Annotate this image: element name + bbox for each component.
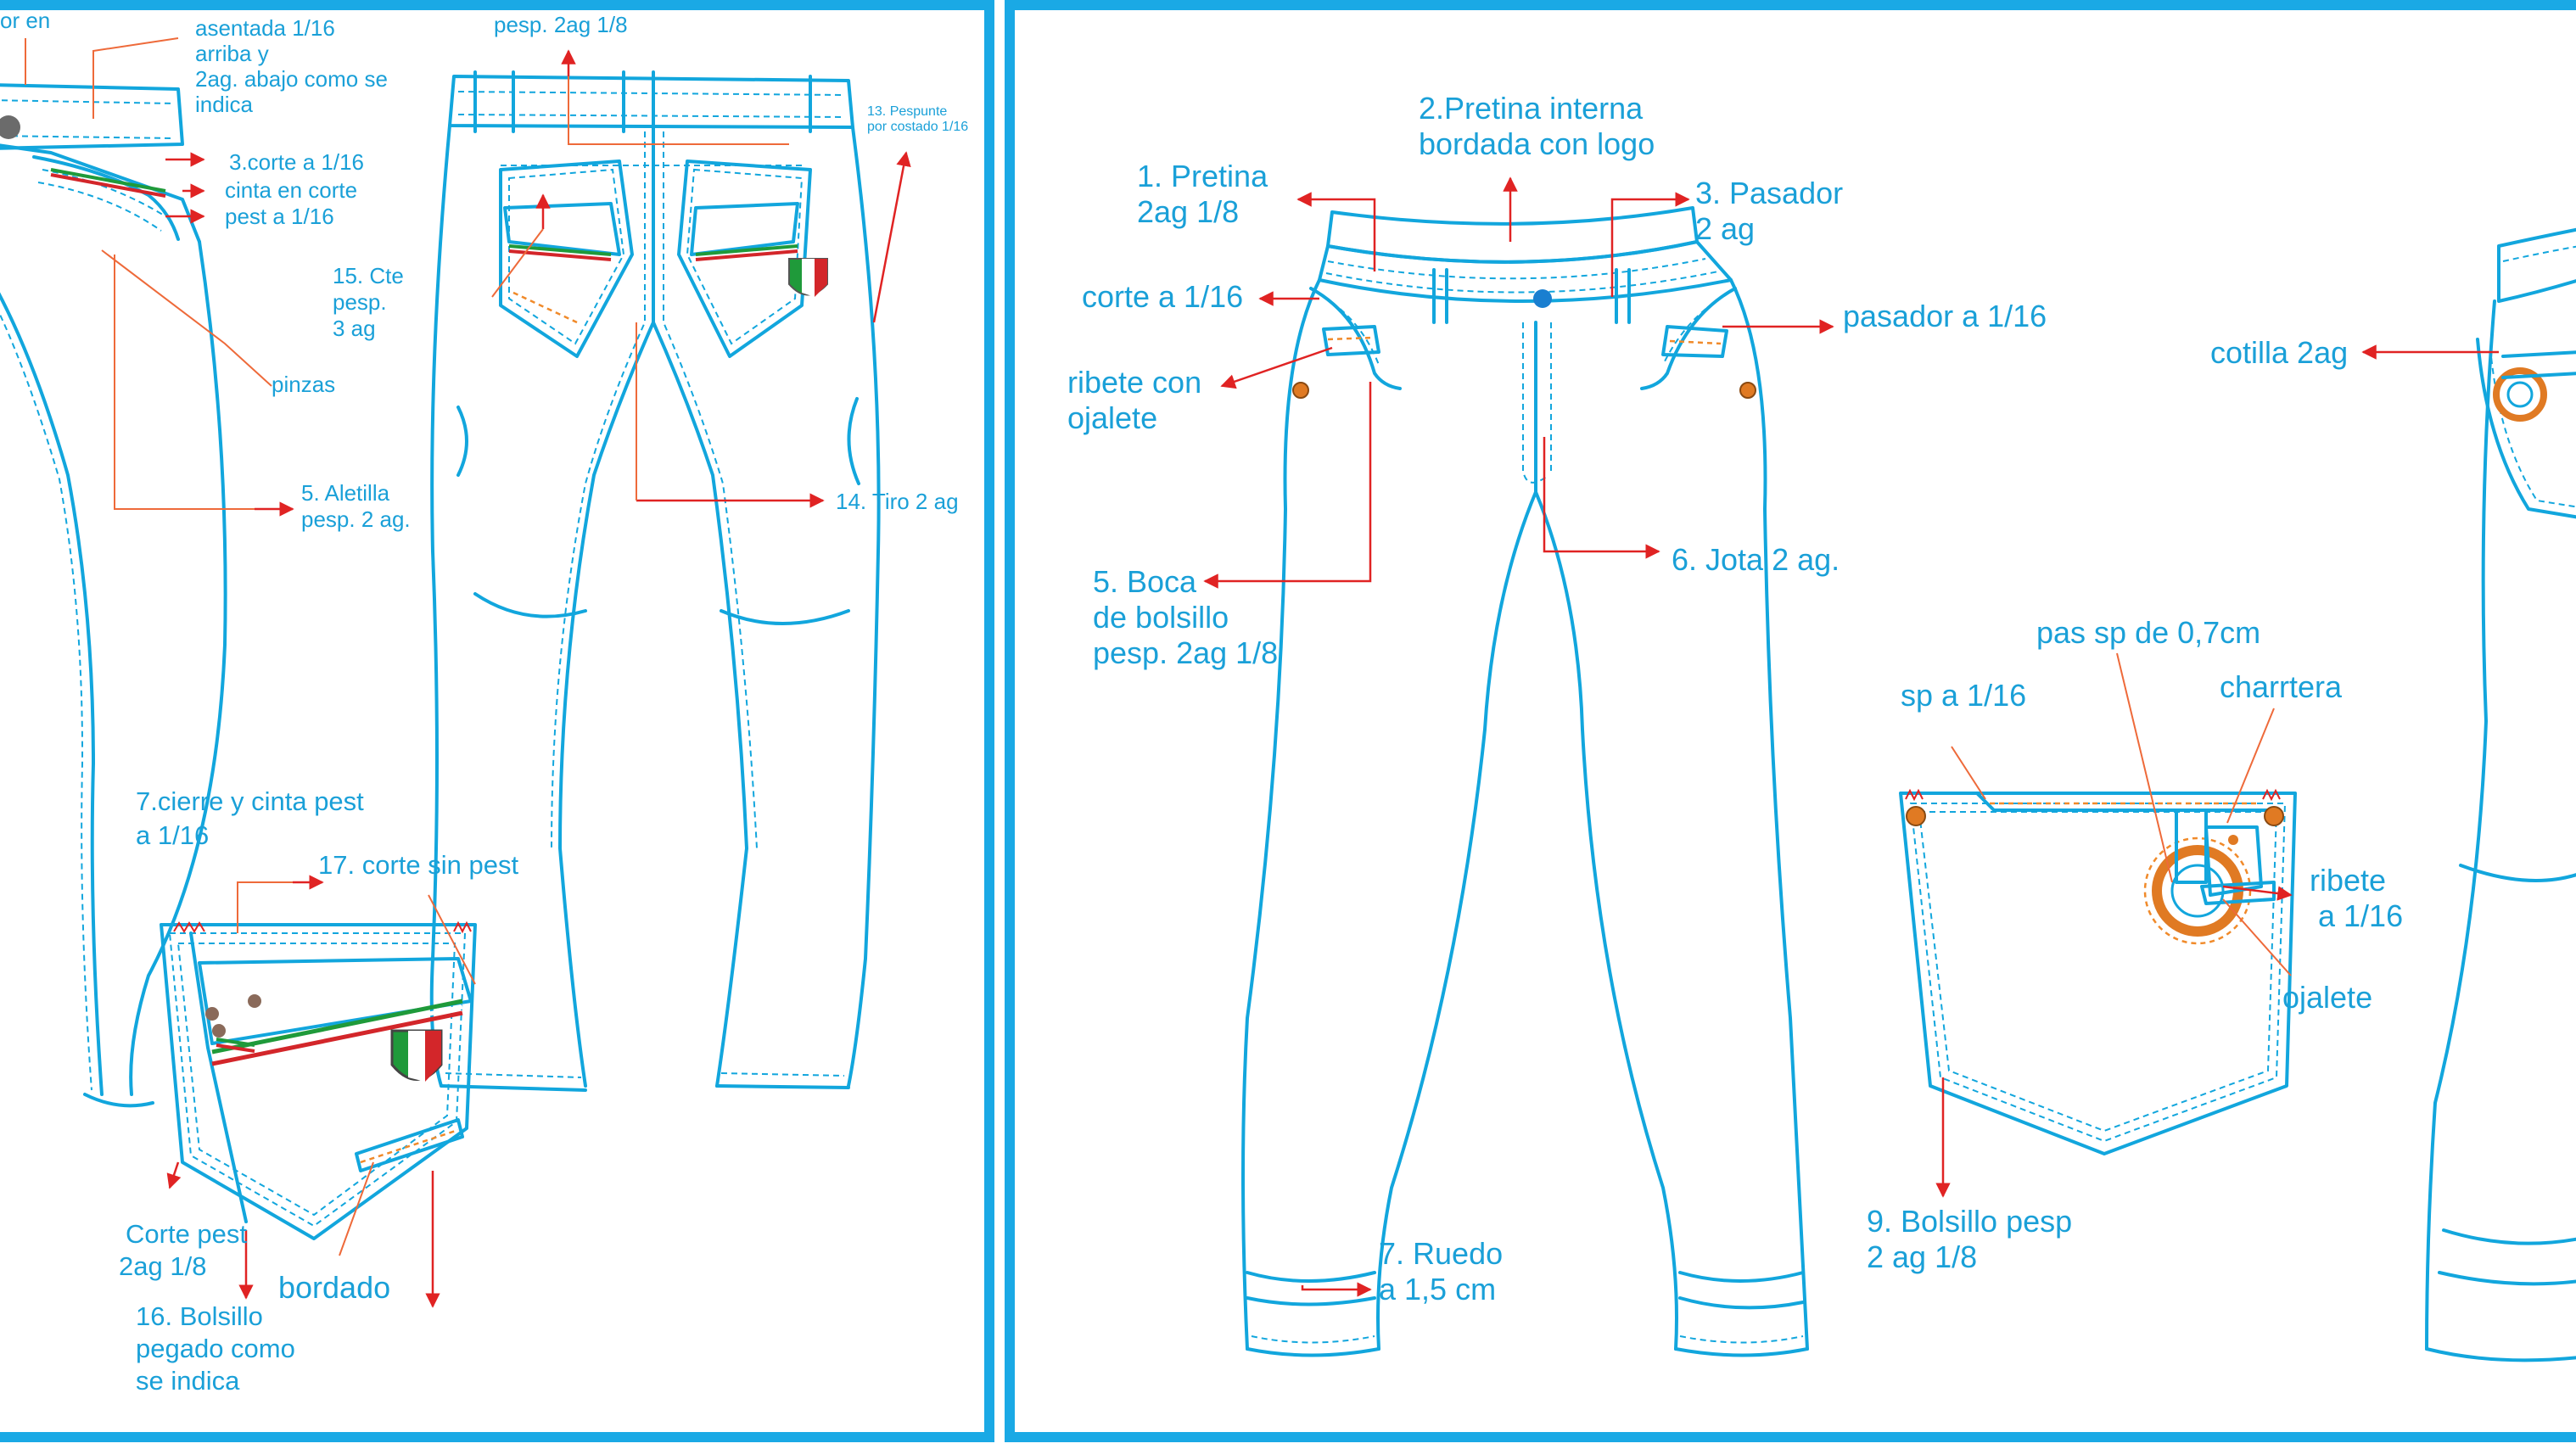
label-pespunte-2: por costado 1/16 xyxy=(867,120,968,134)
italy-shield-large-icon xyxy=(390,1029,443,1082)
label-bordado: bordado xyxy=(278,1270,390,1305)
label-asentada-4: indica xyxy=(195,92,253,117)
left-callout-arrows xyxy=(25,37,911,1308)
label-pespunte-1: 13. Pespunte xyxy=(867,104,947,119)
label-ribete116-2: a 1/16 xyxy=(2318,898,2403,933)
italy-shield-icon xyxy=(788,258,828,297)
label-pesp-top: pesp. 2ag 1/8 xyxy=(494,12,628,37)
button-icon xyxy=(1533,289,1552,308)
label-aletilla-2: pesp. 2 ag. xyxy=(301,506,411,532)
label-jota: 6. Jota 2 ag. xyxy=(1672,542,1840,577)
label-pretina-1: 1. Pretina xyxy=(1137,159,1268,193)
label-cte-1: 15. Cte xyxy=(333,263,404,288)
label-corte-pest-2: 2ag 1/8 xyxy=(119,1251,206,1281)
label-asentada-2: arriba y xyxy=(195,41,269,66)
label-ruedo-2: a 1,5 cm xyxy=(1379,1272,1496,1306)
label-sp-116: sp a 1/16 xyxy=(1901,678,2026,713)
front-pocket-detail xyxy=(1899,788,2297,1155)
back-pocket-detail xyxy=(160,920,477,1240)
left-labels: or en asentada 1/16 arriba y 2ag. abajo … xyxy=(0,8,968,1396)
label-charrtera: charrtera xyxy=(2220,669,2343,704)
label-cinta-2: pest a 1/16 xyxy=(225,204,334,229)
back-view-jeans xyxy=(429,70,881,1092)
label-bolsillo9-1: 9. Bolsillo pesp xyxy=(1867,1204,2072,1239)
label-pinzas: pinzas xyxy=(272,372,335,397)
right-callout-arrows xyxy=(1203,176,2499,1297)
right-panel-frame xyxy=(1005,0,2576,1442)
label-tiro: 14. Tiro 2 ag xyxy=(836,489,959,514)
label-cte-2: pesp. xyxy=(333,289,387,315)
label-cotilla: cotilla 2ag xyxy=(2210,335,2348,370)
label-asentada-3: 2ag. abajo como se xyxy=(195,66,388,92)
label-corte-116-right: corte a 1/16 xyxy=(1082,279,1243,314)
label-cte-3: 3 ag xyxy=(333,316,376,341)
label-asentada-1: asentada 1/16 xyxy=(195,15,335,41)
label-top-cut: or en xyxy=(0,8,50,33)
right-labels: 1. Pretina 2ag 1/8 2.Pretina interna bor… xyxy=(1067,91,2403,1306)
left-panel: or en asentada 1/16 arriba y 2ag. abajo … xyxy=(0,8,968,1396)
label-pasador-2: 2 ag xyxy=(1695,211,1755,246)
label-corte-pest-1: Corte pest xyxy=(126,1219,247,1249)
side-view-jeans xyxy=(0,83,227,1108)
label-ribete116-1: ribete xyxy=(2310,863,2386,898)
label-bolsillo16-3: se indica xyxy=(136,1366,240,1396)
label-cinta-1: cinta en corte xyxy=(225,177,357,203)
label-pasador-116: pasador a 1/16 xyxy=(1843,299,2047,333)
label-aletilla-1: 5. Aletilla xyxy=(301,480,390,506)
label-bolsillo9-2: 2 ag 1/8 xyxy=(1867,1239,1977,1274)
label-cierre-1: 7.cierre y cinta pest xyxy=(136,786,364,816)
label-ruedo-1: 7. Ruedo xyxy=(1379,1236,1503,1271)
label-ribete-1: ribete con xyxy=(1067,365,1201,400)
label-cierre-2: a 1/16 xyxy=(136,820,209,850)
label-pretina-2: 2ag 1/8 xyxy=(1137,194,1239,229)
label-pasador-1: 3. Pasador xyxy=(1695,176,1843,210)
right-side-view-jeans xyxy=(2425,227,2576,1362)
label-boca-3: pesp. 2ag 1/8 xyxy=(1093,635,1278,670)
left-panel-frame xyxy=(0,0,994,1442)
label-pretina-int-1: 2.Pretina interna xyxy=(1419,91,1644,126)
label-bolsillo16-1: 16. Bolsillo xyxy=(136,1301,263,1331)
label-boca-2: de bolsillo xyxy=(1093,600,1229,635)
label-ribete-2: ojalete xyxy=(1067,400,1157,435)
label-bolsillo16-2: pegado como xyxy=(136,1334,295,1363)
label-boca-1: 5. Boca xyxy=(1093,564,1197,599)
front-view-jeans xyxy=(1241,206,1809,1357)
label-corte-sin-pest: 17. corte sin pest xyxy=(318,850,518,880)
label-corte-116: 3.corte a 1/16 xyxy=(229,149,364,175)
label-pas-sp: pas sp de 0,7cm xyxy=(2036,615,2260,650)
label-ojalete: ojalete xyxy=(2282,980,2372,1015)
label-pretina-int-2: bordada con logo xyxy=(1419,126,1655,161)
right-panel: 1. Pretina 2ag 1/8 2.Pretina interna bor… xyxy=(1067,91,2576,1362)
